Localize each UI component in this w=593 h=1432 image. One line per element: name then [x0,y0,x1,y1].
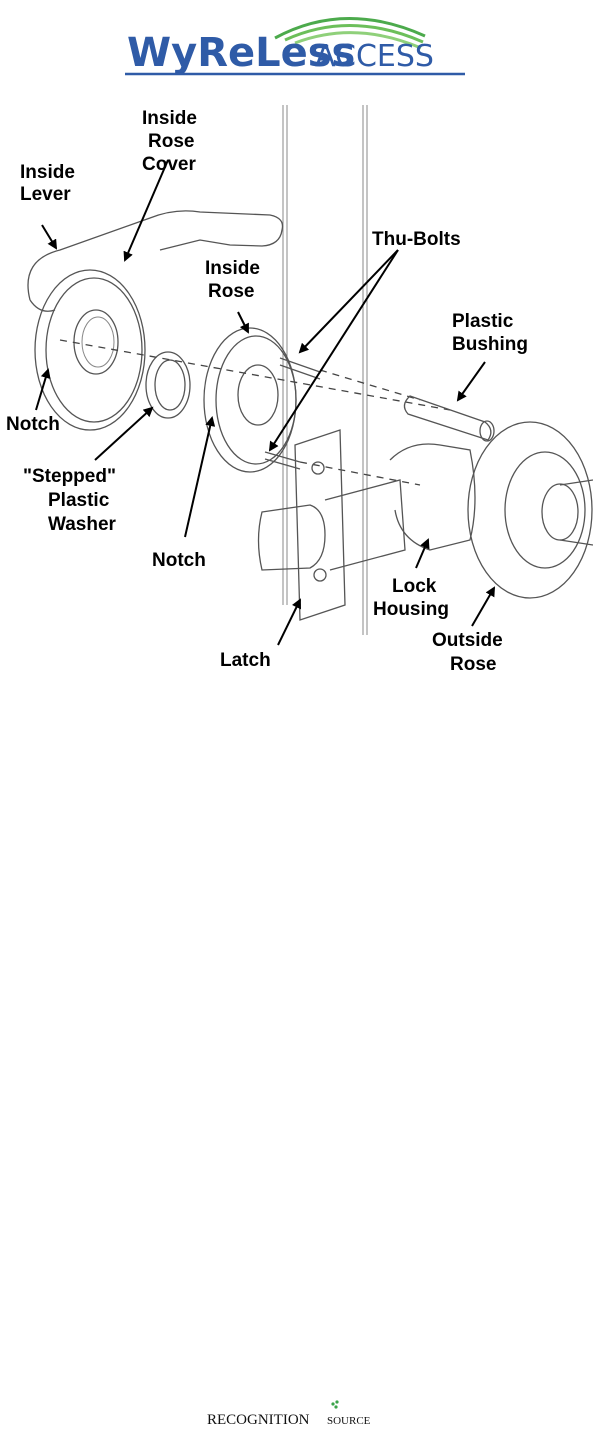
lock-exploded-diagram: Inside Lever Inside Rose Cover Thu-Bolts… [0,100,593,680]
latch-plate-shape [295,430,345,620]
logo-dot [331,1402,334,1405]
inside-rose-shape [238,365,278,425]
latch-bolt-shape [259,505,326,570]
label-notch-left: Notch [6,414,60,435]
alignment-dashed-line [60,340,450,410]
inside-rose-cover-shape [82,317,114,367]
arrow-inside-lever [42,225,56,248]
outside-lever-shaft [560,480,593,545]
arrow-latch [278,600,300,645]
inside-rose-cover-shape [74,310,118,374]
inside-rose-shape [204,328,296,472]
label-outside-rose: Outside Rose [432,630,508,675]
arrow-notch-center [185,418,212,537]
footer-brand-suffix: SOURCE [327,1415,371,1427]
arrow-outside-rose [472,588,494,626]
arrow-plastic-bushing [458,362,485,400]
plastic-bushing-shape [404,396,490,440]
inside-rose-shape [216,336,296,464]
label-stepped-washer: "Stepped" Plastic Washer [23,466,121,535]
stepped-washer-shape [146,352,190,418]
arrow-inside-rose-cover [125,160,168,260]
footer-brand-main: RECOGNITION [207,1412,310,1428]
arrow-stepped-washer [95,408,152,460]
wyreless-access-logo: WyReLess ACCESS [125,8,470,78]
label-plastic-bushing: Plastic Bushing [452,311,528,355]
label-inside-rose: Inside Rose [205,258,265,302]
arrow-thu-bolt-top [300,250,398,352]
logo-dot [334,1405,337,1408]
label-lock-housing: Lock Housing [373,576,449,620]
inside-rose-cover-shape [35,270,145,430]
label-latch: Latch [220,650,271,671]
label-inside-lever: Inside Lever [20,162,80,205]
label-inside-rose-cover: Inside Rose Cover [142,108,202,175]
thu-bolt-shape [280,365,320,379]
label-thu-bolts: Thu-Bolts [372,229,461,250]
stepped-washer-shape [155,360,185,410]
latch-screw [314,569,326,581]
thu-bolt-shape [280,358,320,372]
inside-rose-cover-shape [46,278,142,422]
arrow-thu-bolt-bottom [270,250,398,450]
lock-housing-shape [390,444,475,550]
outside-rose-shape [468,422,592,598]
latch-screw [312,462,324,474]
outside-rose-shape [505,452,585,568]
label-notch-center: Notch [152,550,206,571]
outside-rose-shape [542,484,578,540]
recognition-source-logo: RECOGNITION SOURCE [205,1398,395,1428]
logo-suffix: ACCESS [315,39,434,74]
logo-dot [335,1400,338,1403]
latch-tube-shape [325,480,405,570]
